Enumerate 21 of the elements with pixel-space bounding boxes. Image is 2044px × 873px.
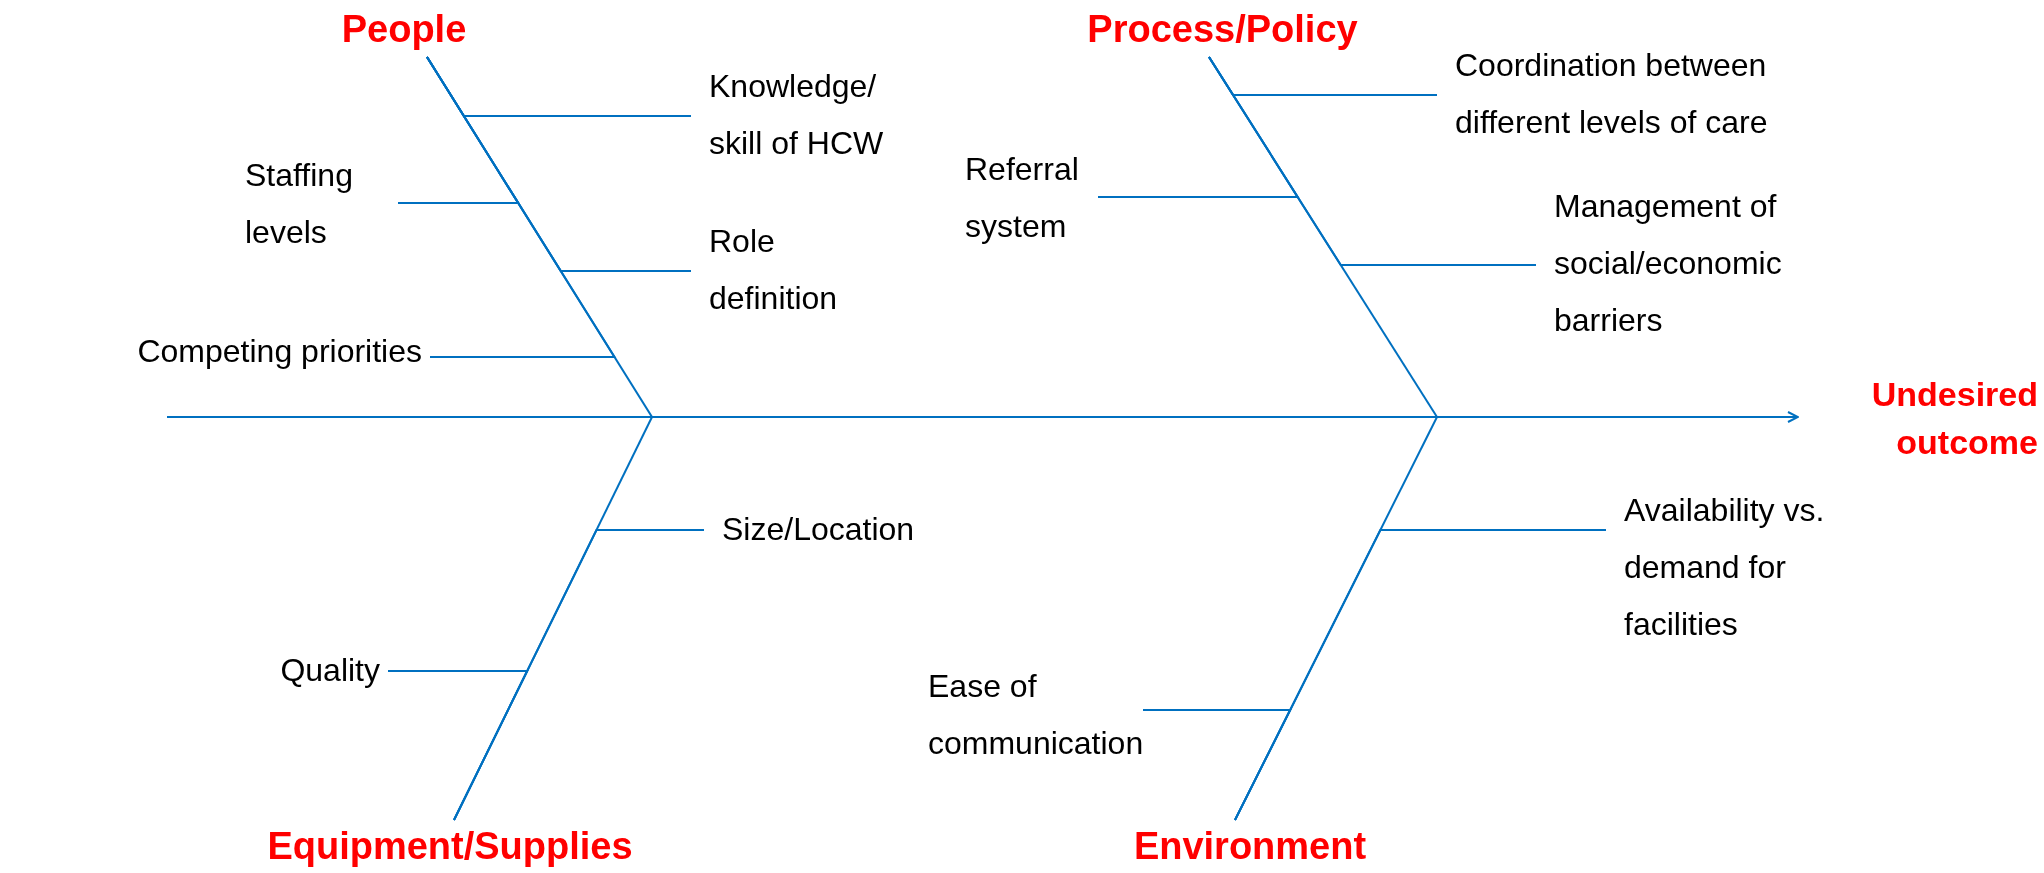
cause-label: Competing priorities — [0, 330, 430, 372]
cause-label: Ease of communication — [928, 658, 1143, 772]
cause-label: Coordination between different levels of care — [1437, 37, 1822, 151]
cause-label: Quality — [248, 642, 388, 699]
category-label: Environment — [1080, 822, 1420, 870]
bone-line — [387, 670, 529, 821]
cause-label: Role definition — [691, 213, 891, 327]
bone-line — [1142, 709, 1292, 821]
effect-label: Undesired outcome — [1798, 370, 2038, 466]
cause-label: Referral system — [965, 141, 1098, 255]
cause-label: Availability vs. demand for facilities — [1606, 482, 1906, 653]
cause-label: Management of social/economic barriers — [1536, 178, 1856, 349]
spine-arrow — [166, 411, 1799, 423]
category-label: Equipment/Supplies — [200, 822, 700, 870]
cause-label: Size/Location — [704, 501, 1004, 558]
category-label: Process/Policy — [1050, 5, 1395, 55]
cause-label: Knowledge/ skill of HCW — [691, 58, 921, 172]
category-label: People — [304, 5, 504, 55]
bone-line — [426, 56, 617, 358]
cause-label: Staffing levels — [245, 147, 398, 261]
bone-line — [1208, 56, 1537, 266]
